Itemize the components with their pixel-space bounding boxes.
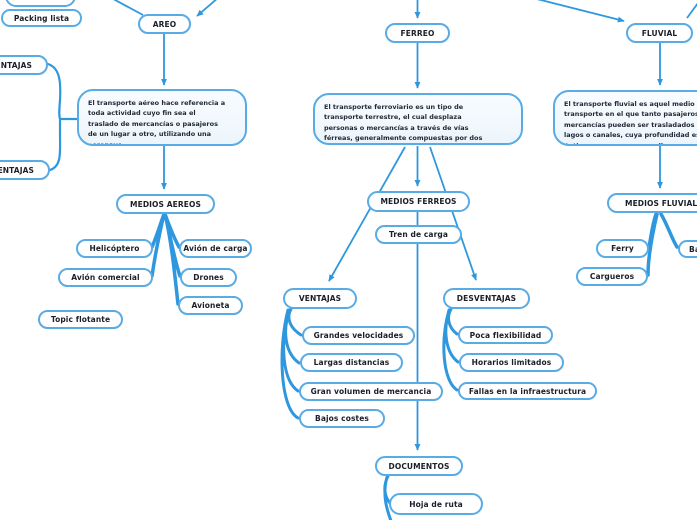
description-areo[interactable]: El transporte aéreo hace referencia a to… — [77, 89, 247, 146]
node-largas-distancias[interactable]: Largas distancias — [300, 353, 403, 372]
description-line: traslado de mercancías o pasajeros — [88, 119, 218, 128]
cascade-desventajas-items — [442, 307, 460, 392]
description-line: mercancías pueden ser trasladados por — [564, 120, 697, 129]
node-label: Avioneta — [191, 301, 230, 310]
fan-medios-fluviales — [646, 212, 679, 277]
node-label: Grandes velocidades — [313, 331, 404, 340]
node-hoja-de-ruta[interactable]: Hoja de ruta — [389, 493, 483, 515]
node-barcos[interactable]: Barcos — [678, 240, 697, 258]
node-cargueros[interactable]: Cargueros — [576, 267, 648, 286]
description-line: El transporte ferroviario es un tipo de — [324, 103, 464, 111]
node-ferry[interactable]: Ferry — [596, 239, 649, 258]
node-areo[interactable]: AREO — [138, 14, 191, 34]
node-label: Horarios limitados — [471, 358, 552, 367]
node-label: FLUVIAL — [641, 28, 678, 38]
node-label: Avión comercial — [71, 273, 140, 282]
description-line: lagos o canales, cuya profundidad es — [564, 131, 697, 140]
edge-root-areo-arrow — [196, 0, 217, 17]
node-label: MEDIOS FERREOS — [380, 197, 457, 206]
description-line: aeronave. — [88, 140, 125, 146]
node-label: Packing lista — [13, 13, 70, 23]
node-label: Tren de carga — [388, 230, 449, 239]
node-label: DESVENTAJAS — [0, 165, 34, 175]
description-fluvial[interactable]: El transporte fluvial es aquel medio de … — [553, 90, 697, 146]
description-line: óptima para navegar en ella. — [564, 141, 670, 146]
description-line: toda actividad cuyo fin sea el — [88, 109, 196, 118]
node-label: Hoja de ruta — [409, 499, 463, 509]
node-drones[interactable]: Drones — [180, 268, 237, 287]
fan-medios-aereos — [150, 212, 182, 306]
node-fluvial[interactable]: FLUVIAL — [626, 23, 693, 43]
node-label: Fallas en la infraestructura — [468, 386, 587, 396]
node-areo-ventajas[interactable]: VENTAJAS — [0, 55, 48, 75]
node-ferreo-desventajas[interactable]: DESVENTAJAS — [443, 288, 530, 309]
node-avion-comercial[interactable]: Avión comercial — [58, 268, 153, 287]
node-ferreo[interactable]: FERREO — [385, 23, 450, 43]
node-label: FERREO — [400, 28, 435, 38]
node-documentos[interactable]: DOCUMENTOS — [375, 456, 463, 476]
node-label: Barcos — [689, 244, 697, 254]
node-fallas-infraestructura[interactable]: Fallas en la infraestructura — [458, 382, 597, 400]
node-label: Ferry — [611, 244, 634, 253]
node-label: Drones — [193, 273, 224, 282]
node-bajos-costes[interactable]: Bajos costes — [299, 409, 385, 428]
node-label: Poca flexibilidad — [469, 330, 542, 340]
edge-root-areo-left — [113, 0, 144, 16]
description-line: personas o mercancías a través de vías — [324, 123, 469, 132]
edge-desc-desventajas — [429, 146, 477, 281]
edge-root-fluvial-arrow — [537, 0, 625, 23]
description-line: El transporte fluvial es aquel medio de — [564, 100, 697, 108]
description-line: de un lugar a otro, utilizando una — [88, 130, 212, 139]
node-label: AREO — [152, 19, 177, 29]
description-line: El transporte aéreo hace referencia a — [88, 99, 226, 107]
node-label: Largas distancias — [313, 358, 390, 367]
node-gran-volumen[interactable]: Gran volumen de mercancia — [299, 382, 443, 401]
description-line: transporte terrestre, el cual desplaza — [324, 113, 462, 122]
description-ferreo[interactable]: El transporte ferroviario es un tipo de … — [313, 93, 523, 145]
node-label: VENTAJAS — [0, 60, 32, 70]
node-tren-de-carga[interactable]: Tren de carga — [375, 225, 462, 244]
node-label: Bajos costes — [315, 414, 369, 423]
partial-node-top-left[interactable] — [5, 0, 76, 7]
edge-desc-ventajas — [328, 146, 406, 282]
node-label: Gran volumen de mercancia — [310, 387, 432, 396]
node-areo-desventajas[interactable]: DESVENTAJAS — [0, 160, 50, 180]
node-label: Avión de carga — [183, 244, 248, 253]
brace-areo-ventajas — [46, 62, 80, 172]
node-label: DOCUMENTOS — [388, 461, 450, 471]
edge-root-fluvial-right — [686, 2, 697, 19]
node-label: DESVENTAJAS — [456, 294, 517, 303]
node-avion-de-carga[interactable]: Avión de carga — [179, 239, 252, 258]
cascade-ventajas-items — [280, 307, 303, 420]
node-label: MEDIOS FLUVIALES — [625, 198, 697, 208]
node-avioneta[interactable]: Avioneta — [178, 296, 243, 315]
node-helicoptero[interactable]: Helicóptero — [76, 239, 153, 258]
node-horarios-limitados[interactable]: Horarios limitados — [459, 353, 564, 372]
cascade-documentos-items — [383, 474, 393, 520]
node-label: Cargueros — [589, 272, 635, 281]
node-label: MEDIOS AEREOS — [130, 199, 201, 209]
node-medios-aereos[interactable]: MEDIOS AEREOS — [116, 194, 215, 214]
node-packing-lista[interactable]: Packing lista — [1, 9, 82, 27]
node-grandes-velocidades[interactable]: Grandes velocidades — [302, 326, 415, 345]
description-line: férreas, generalmente compuestas por dos — [324, 134, 483, 143]
node-label: Topic flotante — [50, 315, 111, 324]
node-topic-flotante[interactable]: Topic flotante — [38, 310, 123, 329]
node-ferreo-ventajas[interactable]: VENTAJAS — [283, 288, 357, 309]
node-medios-fluviales[interactable]: MEDIOS FLUVIALES — [607, 193, 697, 213]
node-medios-ferreos[interactable]: MEDIOS FERREOS — [367, 191, 470, 212]
description-line: railes. — [324, 144, 513, 145]
node-label: Helicóptero — [89, 244, 140, 253]
description-line: transporte en el que tanto pasajeros y — [564, 110, 697, 119]
node-poca-flexibilidad[interactable]: Poca flexibilidad — [458, 326, 553, 344]
node-label: VENTAJAS — [298, 294, 342, 303]
